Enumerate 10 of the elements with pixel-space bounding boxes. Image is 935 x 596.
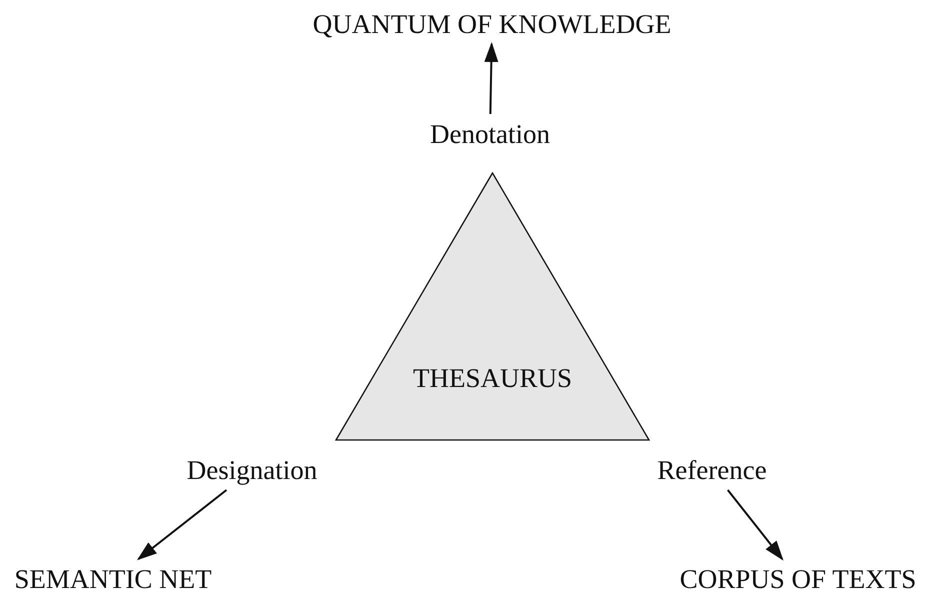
arrow xyxy=(136,489,228,560)
relation-label: Denotation xyxy=(430,118,550,150)
concept-label: CORPUS OF TEXTS xyxy=(680,563,916,595)
concept-label: SEMANTIC NET xyxy=(14,563,212,595)
arrow xyxy=(727,489,784,561)
center-label: THESAURUS xyxy=(412,362,572,394)
relation-label: Reference xyxy=(657,454,767,486)
relation-label: Designation xyxy=(186,454,318,486)
concept-label: QUANTUM OF KNOWLEDGE xyxy=(312,8,672,40)
arrow xyxy=(484,42,498,114)
